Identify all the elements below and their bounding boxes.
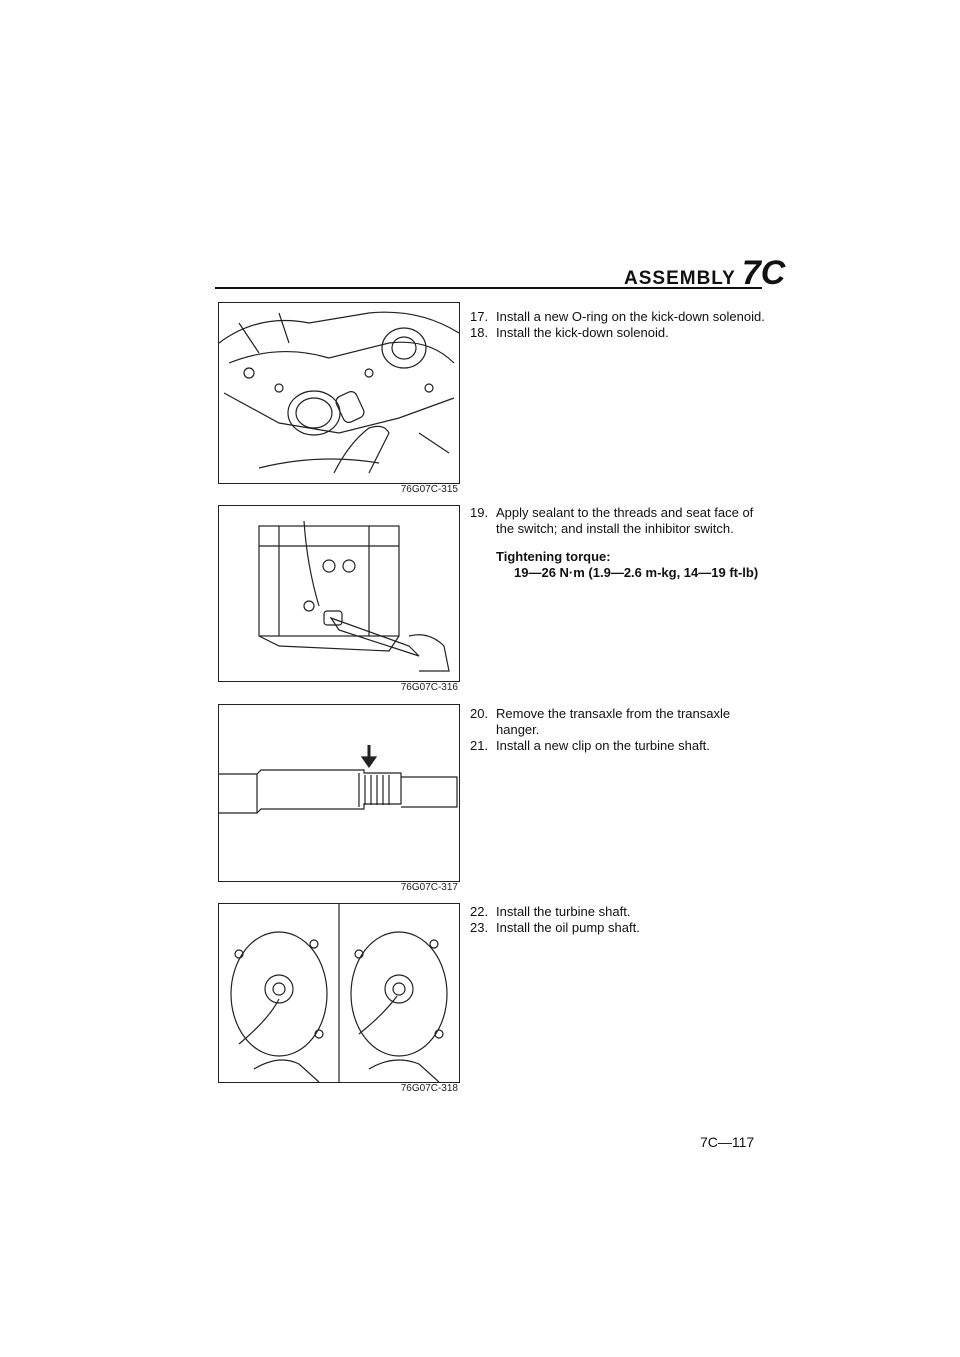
- step-number: 23.: [470, 920, 489, 935]
- step-text: Apply sealant to the threads and seat fa…: [496, 505, 754, 536]
- step-text: Install the turbine shaft.: [496, 904, 631, 919]
- step-number: 21.: [470, 738, 489, 753]
- step-23: 23. Install the oil pump shaft.: [470, 920, 770, 936]
- step-number: 17.: [470, 309, 489, 324]
- step-20: 20. Remove the transaxle from the transax…: [470, 706, 770, 738]
- figure-code: 76G07C-318: [400, 1083, 458, 1094]
- step-number: 22.: [470, 904, 489, 919]
- torque-label: Tightening torque:: [496, 549, 611, 564]
- figure-code: 76G07C-317: [400, 882, 458, 893]
- figure-code: 76G07C-315: [400, 484, 458, 495]
- figure-turbine-shaft-clip: [218, 704, 460, 882]
- step-17: 17. Install a new O-ring on the kick-down…: [470, 309, 770, 325]
- torque-value: 19—26 N·m (1.9—2.6 m-kg, 14—19 ft-lb): [514, 565, 759, 580]
- step-number: 20.: [470, 706, 489, 721]
- torque-spec: Tightening torque: 19—26 N·m (1.9—2.6 m-…: [496, 549, 770, 581]
- step-text: Install a new O-ring on the kick-down so…: [496, 309, 765, 324]
- step-number: 19.: [470, 505, 489, 520]
- step-19: 19. Apply sealant to the threads and seat…: [470, 505, 770, 537]
- page-number: 7C—117: [700, 1134, 755, 1150]
- section-title: ASSEMBLY: [624, 268, 736, 289]
- figure-inhibitor-switch: [218, 505, 460, 682]
- figure-kickdown-solenoid: [218, 302, 460, 484]
- step-text: Remove the transaxle from the transaxle …: [496, 706, 731, 737]
- step-text: Install the oil pump shaft.: [496, 920, 640, 935]
- instruction-block: 19. Apply sealant to the threads and seat…: [470, 505, 770, 581]
- header-rule: [215, 287, 762, 289]
- turbine-shaft-illustration: [219, 745, 458, 814]
- step-text: Install a new clip on the turbine shaft.: [496, 738, 710, 753]
- section-code: 7C: [741, 254, 786, 292]
- figure-turbine-oil-pump-shaft: [218, 903, 460, 1083]
- figure-code: 76G07C-316: [400, 682, 458, 693]
- step-21: 21. Install a new clip on the turbine sha…: [470, 738, 770, 754]
- kickdown-solenoid-illustration: [219, 311, 459, 474]
- step-number: 18.: [470, 325, 489, 340]
- step-22: 22. Install the turbine shaft.: [470, 904, 770, 920]
- instruction-block: 20. Remove the transaxle from the transax…: [470, 706, 770, 754]
- inhibitor-switch-illustration: [258, 520, 450, 672]
- turbine-oil-pump-shaft-illustration: [230, 904, 448, 1082]
- step-text: Install the kick-down solenoid.: [496, 325, 669, 340]
- step-18: 18. Install the kick-down solenoid.: [470, 325, 770, 341]
- instruction-block: 17. Install a new O-ring on the kick-down…: [470, 309, 770, 341]
- instruction-block: 22. Install the turbine shaft. 23. Install…: [470, 904, 770, 936]
